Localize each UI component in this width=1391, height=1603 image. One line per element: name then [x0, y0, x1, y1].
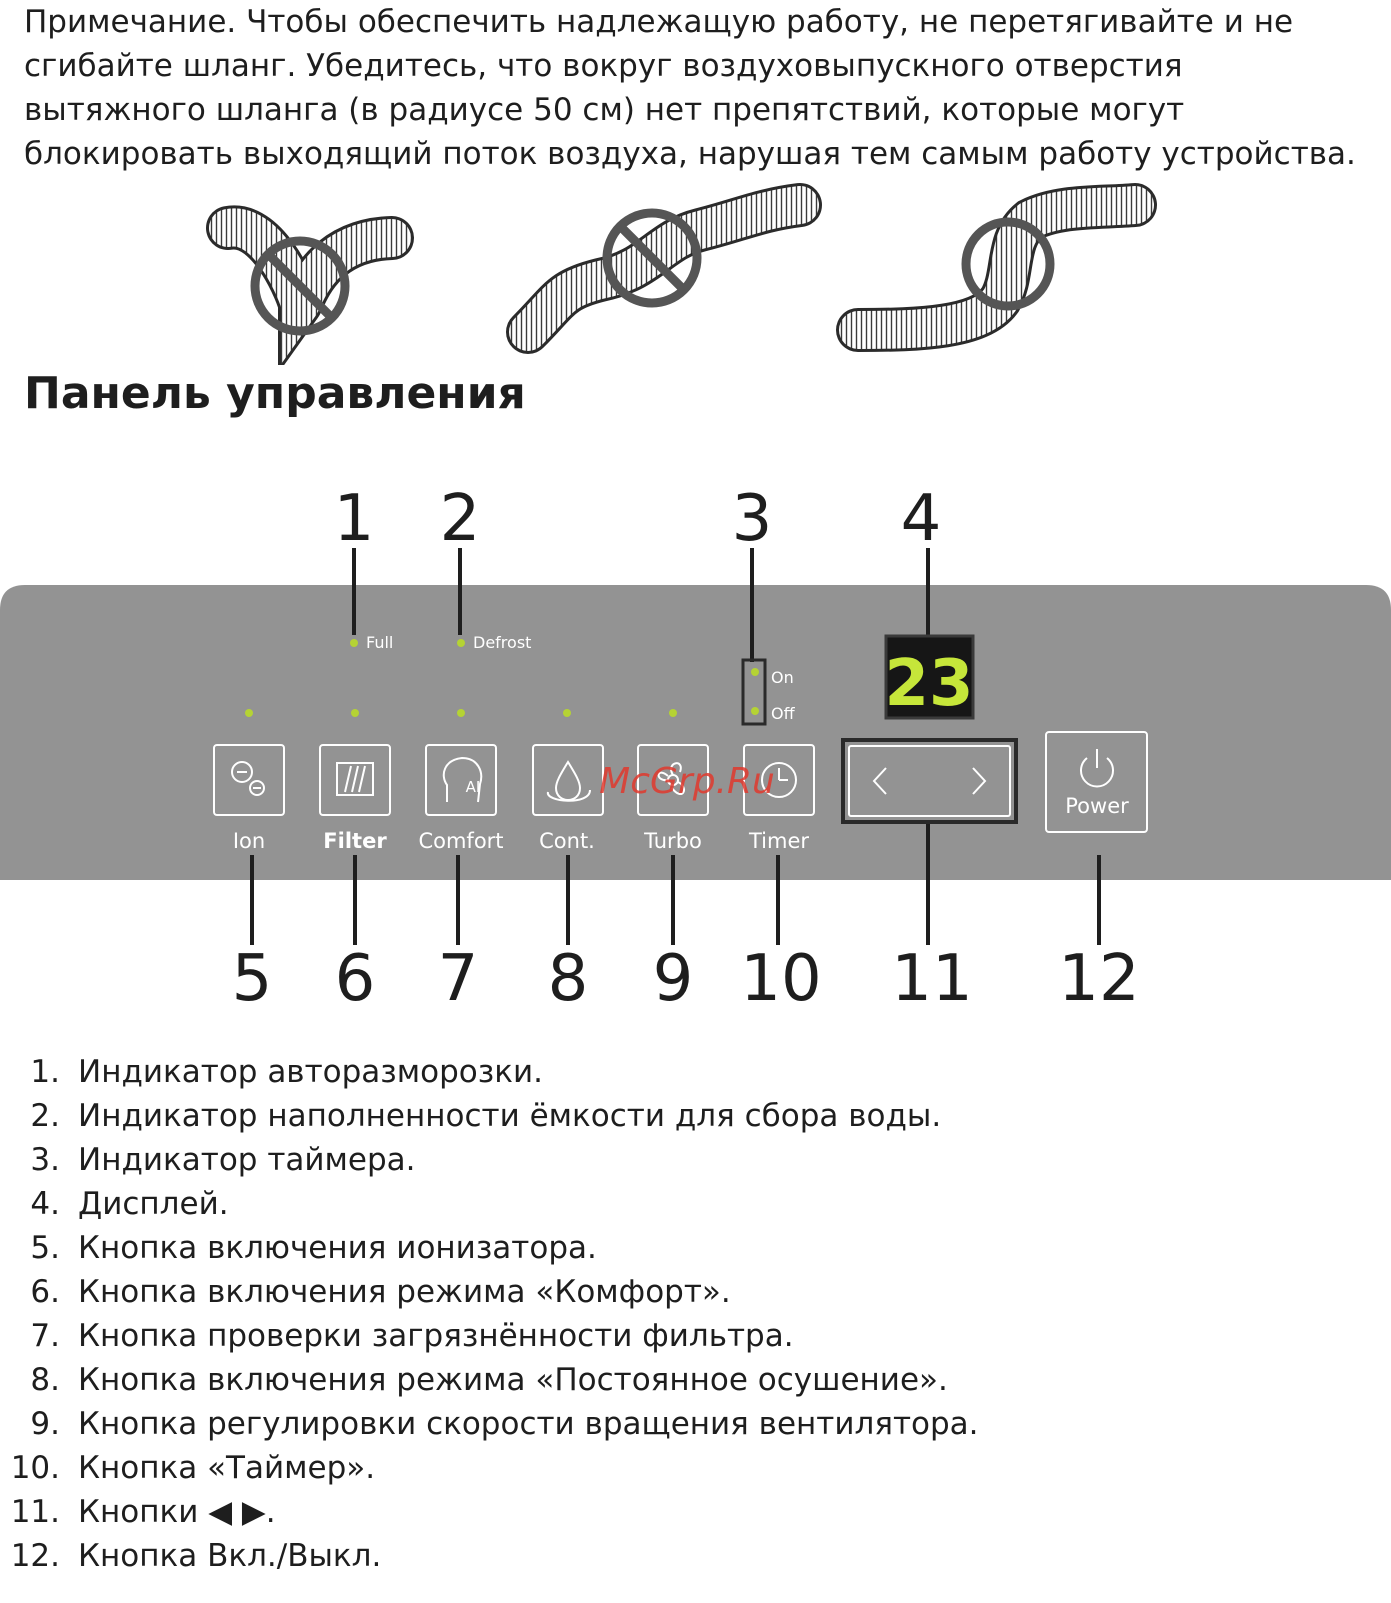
legend-item: 1.Индикатор авторазморозки. — [30, 1054, 543, 1090]
timer-label: Timer — [748, 829, 809, 853]
callout-10: 10 — [740, 942, 821, 1016]
legend-item: 7.Кнопка проверки загрязнённости фильтра… — [30, 1318, 794, 1354]
legend-item: 12.Кнопка Вкл./Выкл. — [10, 1538, 382, 1574]
defrost-label: Defrost — [473, 633, 531, 652]
turbo-label: Turbo — [643, 829, 702, 853]
legend-item: 6.Кнопка включения режима «Комфорт». — [30, 1274, 731, 1310]
clock-icon — [761, 762, 797, 798]
section-title: Панель управления — [24, 368, 526, 419]
off-label: Off — [771, 704, 796, 723]
comfort-led — [457, 709, 465, 717]
cont-label: Cont. — [539, 829, 595, 853]
filter-led — [351, 709, 359, 717]
arrow-buttons[interactable] — [841, 738, 1018, 824]
filter-label: Filter — [323, 829, 387, 853]
full-label: Full — [366, 633, 393, 652]
right-arrow-icon[interactable] — [972, 767, 987, 795]
callout-12: 12 — [1058, 942, 1139, 1016]
timer-on-led — [751, 668, 759, 676]
callout-3: 3 — [732, 482, 773, 556]
fan-icon — [657, 762, 685, 795]
callout-4: 4 — [901, 482, 942, 556]
power-icon — [1080, 749, 1114, 788]
callout-5: 5 — [232, 942, 273, 1016]
legend-item: 3.Индикатор таймера. — [30, 1142, 416, 1178]
watermark: McGrp.Ru — [599, 761, 775, 802]
filter-button[interactable] — [319, 744, 391, 816]
cont-led — [563, 709, 571, 717]
control-panel-diagram: 1 2 3 4 5 6 7 8 9 10 11 12 Full Defrost … — [0, 482, 1391, 1016]
on-label: On — [771, 668, 794, 687]
legend-item: 11.Кнопки ◀ ▶. — [10, 1494, 276, 1530]
comfort-head-icon — [442, 756, 483, 803]
legend-item: 9.Кнопка регулировки скорости вращения в… — [30, 1406, 979, 1442]
comfort-icon-label: AI — [466, 778, 481, 796]
hose-illustrations — [206, 183, 1157, 365]
legend-item: 10.Кнопка «Таймер». — [10, 1450, 376, 1486]
kinked-hose-icon — [206, 205, 414, 365]
callout-9: 9 — [653, 942, 694, 1016]
turbo-button[interactable] — [637, 744, 709, 816]
panel-body — [0, 585, 1391, 880]
filter-icon — [336, 762, 374, 796]
ion-icon — [231, 761, 265, 796]
power-label: Power — [1065, 794, 1129, 818]
callout-8: 8 — [548, 942, 589, 1016]
callout-11: 11 — [891, 942, 972, 1016]
callout-6: 6 — [335, 942, 376, 1016]
full-led — [350, 639, 358, 647]
legend-item: 8.Кнопка включения режима «Постоянное ос… — [30, 1362, 948, 1398]
legend-item: 4.Дисплей. — [30, 1186, 229, 1222]
left-arrow-icon[interactable] — [872, 767, 887, 795]
timer-indicator-frame — [741, 658, 767, 726]
comfort-button[interactable] — [425, 744, 497, 816]
legend-item: 5.Кнопка включения ионизатора. — [30, 1230, 597, 1266]
ion-led — [245, 709, 253, 717]
note-text: Примечание. Чтобы обеспечить надлежащую … — [24, 4, 1356, 172]
display: 23 — [884, 634, 975, 721]
timer-button[interactable] — [743, 744, 815, 816]
timer-off-led — [751, 707, 759, 715]
power-button[interactable] — [1045, 731, 1148, 833]
turbo-led — [669, 709, 677, 717]
cont-button[interactable] — [532, 744, 604, 816]
ion-label: Ion — [233, 829, 265, 853]
display-value: 23 — [884, 647, 973, 721]
twisted-hose-icon — [506, 183, 822, 354]
callout-1: 1 — [334, 482, 375, 556]
correct-hose-icon — [836, 183, 1157, 352]
callout-7: 7 — [438, 942, 479, 1016]
ion-button[interactable] — [213, 744, 285, 816]
legend-item: 2.Индикатор наполненности ёмкости для сб… — [30, 1098, 942, 1134]
comfort-label: Comfort — [418, 829, 503, 853]
defrost-led — [457, 639, 465, 647]
callout-2: 2 — [440, 482, 481, 556]
legend-list: 1.Индикатор авторазморозки. 2.Индикатор … — [0, 1050, 1391, 1578]
